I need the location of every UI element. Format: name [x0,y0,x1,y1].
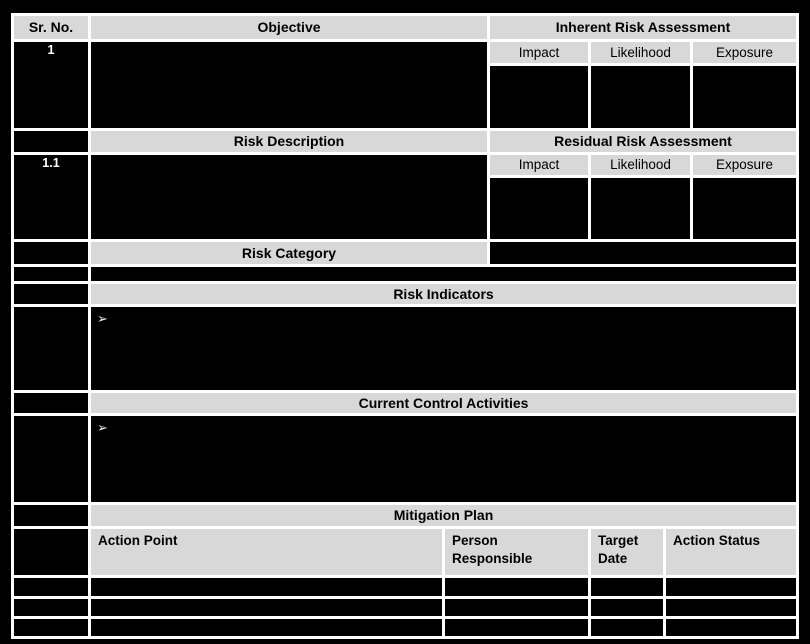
residual-subheader-row: 1.1 Impact Likelihood Exposure [14,155,796,239]
cell-target-date-redacted [591,599,663,616]
current-controls-header-row: Current Control Activities [14,393,796,413]
cell-sr-redacted [14,578,88,596]
risk-indicators-content-row: ➢ [14,307,796,390]
risk-register-table: Sr. No. Objective Inherent Risk Assessme… [11,13,799,639]
residual-values-row [14,178,796,239]
risk-indicators-header-row: Risk Indicators [14,284,796,304]
cell-current-controls-redacted: ➢ [91,416,796,502]
current-controls-content-row: ➢ [14,416,796,502]
col-header-sr-no: Sr. No. [14,16,88,39]
risk-assessment-table: Sr. No. Objective Inherent Risk Assessme… [11,13,799,505]
section-header-inherent-risk: Inherent Risk Assessment [490,16,796,39]
cell-sr-redacted [14,131,88,152]
cell-sr-redacted [14,599,88,616]
cell-redacted-strip [91,267,796,281]
section-header-residual-risk: Residual Risk Assessment [490,131,796,152]
cell-risk-category-value-redacted [490,242,796,264]
cell-person-responsible-redacted [445,599,588,616]
cell-target-date-redacted [591,578,663,596]
cell-sr-redacted [14,267,88,281]
mitigation-data-row [14,578,796,596]
cell-action-point-redacted [91,599,442,616]
cell-sr-redacted [14,307,88,390]
risk-category-header-row: Risk Category [14,242,796,264]
cell-person-responsible-redacted [445,578,588,596]
col-header-objective: Objective [91,16,487,39]
col-header-action-status: Action Status [666,529,796,575]
cell-inherent-impact-redacted [490,66,588,128]
cell-sr-number-1: 1 [14,42,88,128]
cell-inherent-likelihood-redacted [591,66,690,128]
section-header-current-control-activities: Current Control Activities [91,393,796,413]
arrow-bullet-icon: ➢ [97,312,108,327]
cell-person-responsible-redacted [445,619,588,636]
cell-sr-redacted [14,505,88,526]
mitigation-subheader-row: Action Point Person Responsible Target D… [14,529,796,575]
section-header-risk-indicators: Risk Indicators [91,284,796,304]
cell-residual-likelihood-redacted [591,178,690,239]
col-header-person-responsible: Person Responsible [445,529,588,575]
cell-sr-redacted [14,529,88,575]
section-header-mitigation-plan: Mitigation Plan [91,505,796,526]
col-header-target-date: Target Date [591,529,663,575]
cell-residual-impact-redacted [490,178,588,239]
cell-action-point-redacted [91,578,442,596]
mitigation-data-row [14,619,796,636]
cell-target-date-redacted [591,619,663,636]
section-header-risk-category: Risk Category [91,242,487,264]
risk-description-header-row: Risk Description Residual Risk Assessmen… [14,131,796,152]
cell-sr-redacted [14,393,88,413]
cell-inherent-exposure-redacted [693,66,796,128]
col-header-exposure-residual: Exposure [693,155,796,175]
cell-action-point-redacted [91,619,442,636]
mitigation-plan-table: Mitigation Plan Action Point Person Resp… [11,502,799,639]
header-row-top: Sr. No. Objective Inherent Risk Assessme… [14,16,796,39]
cell-action-status-redacted [666,599,796,616]
cell-sr-redacted [14,284,88,304]
arrow-bullet-icon: ➢ [97,421,108,436]
col-header-impact-residual: Impact [490,155,588,175]
col-header-action-point: Action Point [91,529,442,575]
cell-objective-redacted [91,42,487,128]
cell-sr-redacted [14,619,88,636]
cell-risk-indicators-redacted: ➢ [91,307,796,390]
col-header-impact-inherent: Impact [490,42,588,63]
section-header-risk-description: Risk Description [91,131,487,152]
cell-residual-exposure-redacted [693,178,796,239]
mitigation-data-row [14,599,796,616]
risk-category-value-row [14,267,796,281]
cell-action-status-redacted [666,578,796,596]
cell-sr-number-1-1: 1.1 [14,155,88,239]
cell-action-status-redacted [666,619,796,636]
mitigation-plan-header-row: Mitigation Plan [14,505,796,526]
col-header-exposure-inherent: Exposure [693,42,796,63]
cell-sr-redacted [14,242,88,264]
col-header-likelihood-residual: Likelihood [591,155,690,175]
cell-sr-redacted [14,416,88,502]
cell-risk-description-redacted [91,155,487,239]
inherent-values-row [14,66,796,128]
col-header-likelihood-inherent: Likelihood [591,42,690,63]
inherent-subheader-row: 1 Impact Likelihood Exposure [14,42,796,128]
